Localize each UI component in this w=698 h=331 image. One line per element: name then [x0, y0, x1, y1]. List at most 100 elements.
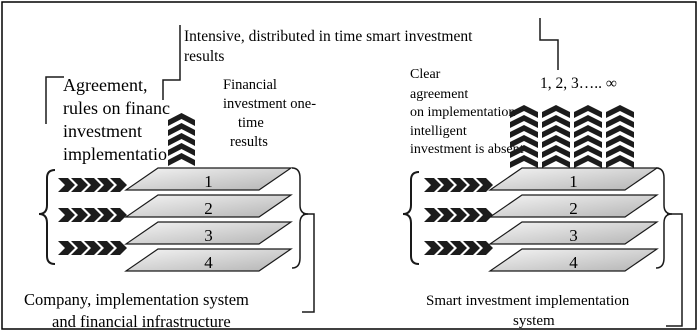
left-horizontal-chevron — [110, 241, 127, 255]
right-layer-4-number: 4 — [569, 253, 578, 272]
clear-label-line2: agreement — [410, 87, 468, 102]
left-layer-4 — [124, 248, 293, 272]
left-vertical-chevron — [168, 143, 195, 156]
right-vertical-chevron — [574, 115, 602, 128]
right-footer-line2: system — [513, 313, 555, 329]
sequence-bracket — [539, 18, 559, 70]
left-horizontal-chevron — [58, 178, 75, 192]
left-layer-1 — [124, 167, 293, 191]
right-horizontal-chevron — [463, 178, 480, 192]
right-horizontal-chevron — [450, 208, 467, 222]
right-vertical-chevron — [606, 125, 634, 138]
right-horizontal-chevron — [424, 241, 441, 255]
right-vertical-chevron — [510, 155, 538, 168]
left-vertical-chevron — [168, 123, 195, 136]
right-vertical-chevron — [510, 105, 538, 118]
clear-label-line5: investment is absent — [410, 142, 524, 157]
right-horizontal-chevron — [437, 208, 454, 222]
left-brace — [38, 169, 56, 265]
left-horizontal-chevron — [58, 241, 75, 255]
right-vertical-chevron — [542, 145, 570, 158]
top-caption-line1: Intensive, distributed in time smart inv… — [184, 28, 473, 45]
right-horizontal-chevron — [476, 178, 493, 192]
right-vertical-chevron — [510, 125, 538, 138]
left-right-brace — [291, 167, 315, 313]
right-vertical-chevron — [574, 155, 602, 168]
right-horizontal-chevron — [463, 208, 480, 222]
right-vertical-chevron — [542, 125, 570, 138]
right-vertical-chevron — [510, 115, 538, 128]
right-vertical-chevron — [510, 135, 538, 148]
top-caption-bracket — [162, 25, 181, 100]
right-vertical-chevron — [606, 145, 634, 158]
right-horizontal-chevron — [424, 208, 441, 222]
right-horizontal-chevron — [437, 241, 454, 255]
right-layer-1 — [488, 167, 659, 191]
right-vertical-chevron — [574, 145, 602, 158]
left-horizontal-chevron — [58, 208, 75, 222]
right-vertical-chevron — [606, 115, 634, 128]
right-layer-1-number: 1 — [569, 172, 578, 191]
left-horizontal-chevron — [84, 208, 101, 222]
financial-label-line1: Financial — [223, 77, 277, 93]
right-horizontal-chevrons — [424, 178, 493, 255]
left-horizontal-chevron — [97, 208, 114, 222]
clear-label-line3: on implementation — [410, 105, 515, 120]
left-horizontal-chevron — [110, 178, 127, 192]
left-layer-1-number: 1 — [204, 172, 213, 191]
financial-label-line3: time — [238, 115, 264, 131]
right-footer-line1: Smart investment implementation — [426, 293, 630, 309]
left-horizontal-chevron — [71, 241, 88, 255]
top-caption-line2: results — [184, 48, 224, 65]
right-vertical-chevron — [542, 135, 570, 148]
right-vertical-chevron — [606, 105, 634, 118]
financial-label-line4: results — [230, 134, 268, 150]
clear-label-line4: intelligent — [410, 124, 467, 139]
right-vertical-chevron — [510, 145, 538, 158]
agreement-label-line4: implementatio — [63, 144, 167, 164]
left-vertical-chevron — [168, 133, 195, 146]
left-vertical-chevron — [168, 113, 195, 126]
agreement-label-line2: rules on financ — [63, 98, 170, 118]
right-vertical-chevron — [542, 105, 570, 118]
agreement-bracket — [45, 76, 64, 124]
right-vertical-chevron — [606, 155, 634, 168]
left-horizontal-chevron — [110, 208, 127, 222]
right-horizontal-chevron — [424, 178, 441, 192]
right-layer-3-number: 3 — [569, 226, 578, 245]
left-horizontal-chevron — [97, 241, 114, 255]
left-horizontal-chevron — [71, 208, 88, 222]
left-horizontal-chevron — [71, 178, 88, 192]
right-layer-2 — [488, 194, 659, 218]
left-horizontal-chevron — [84, 241, 101, 255]
right-vertical-chevrons — [510, 105, 634, 168]
right-vertical-chevron — [606, 135, 634, 148]
right-vertical-chevron — [574, 105, 602, 118]
right-vertical-chevron — [542, 155, 570, 168]
left-vertical-chevrons — [168, 113, 195, 166]
sequence-label: 1, 2, 3….. ∞ — [540, 75, 617, 92]
right-right-brace — [655, 167, 683, 327]
left-layer-2 — [124, 194, 293, 218]
left-layer-2-number: 2 — [204, 199, 213, 218]
left-horizontal-chevron — [84, 178, 101, 192]
financial-label-line2: investment one- — [223, 96, 316, 112]
right-layer-4 — [488, 248, 659, 272]
right-vertical-chevron — [574, 135, 602, 148]
left-layer-4-number: 4 — [204, 253, 213, 272]
right-layer-2-number: 2 — [569, 199, 578, 218]
right-brace — [402, 171, 420, 265]
clear-label-line1: Clear — [410, 67, 441, 82]
right-horizontal-chevron — [476, 208, 493, 222]
right-layer-3 — [488, 221, 659, 245]
left-layer-3 — [124, 221, 293, 245]
left-horizontal-chevrons — [58, 178, 127, 255]
right-horizontal-chevron — [450, 178, 467, 192]
right-horizontal-chevron — [437, 178, 454, 192]
right-layer-stack: 1 2 3 4 — [488, 167, 659, 272]
right-vertical-chevron — [542, 115, 570, 128]
